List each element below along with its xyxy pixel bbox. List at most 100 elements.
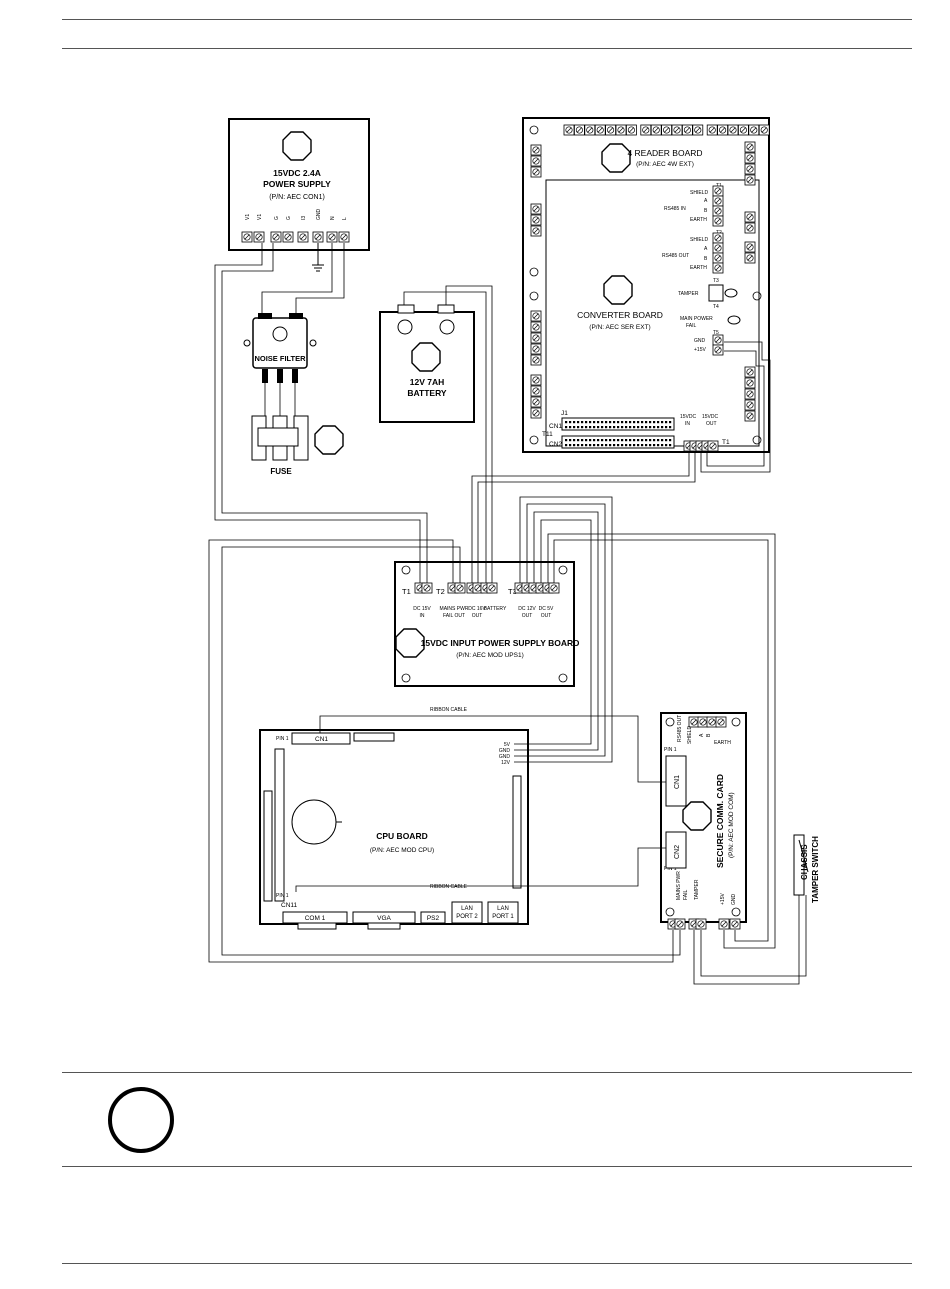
ups-terminal [486, 582, 498, 594]
reader-right-terminal [744, 211, 756, 223]
ps-terminal-label: G [286, 216, 292, 220]
cc-rs485-out: RS485 OUT [677, 715, 683, 742]
ps-terminal-screw [282, 231, 294, 243]
converter-terminal [712, 262, 724, 274]
cb-tamper: TAMPER [678, 291, 699, 297]
cc-mains-2: FAIL [683, 889, 689, 900]
ups-dc5v-1: DC 5V [539, 606, 554, 612]
converter-terminal [712, 344, 724, 356]
cb-t1-bottom: T1 [722, 439, 730, 446]
reader-top-terminal [584, 124, 596, 136]
cc-title: SECURE COMM. CARD [715, 774, 725, 868]
reader-right-terminal [744, 410, 756, 422]
ps-terminal-screw [326, 231, 338, 243]
cpu-lan1-1: LAN [497, 906, 509, 912]
reader-top-terminal [706, 124, 718, 136]
cpu-vga: VGA [377, 915, 391, 922]
reader-top-terminal [758, 124, 770, 136]
reader-right-terminal [744, 377, 756, 389]
wiring [208, 243, 807, 985]
reader-right-terminal [744, 366, 756, 378]
cb-a-1: A [704, 198, 708, 204]
cpu-cn1: CN1 [315, 736, 328, 743]
ups-board: T1 T2 T3 DC 15V IN MAINS PWR FAIL OUT DC… [394, 561, 580, 687]
reader-top-terminal [717, 124, 728, 136]
cb-earth-2: EARTH [690, 265, 707, 271]
power-supply-part: (P/N: AEC CON1) [269, 194, 325, 201]
ups-battery: BATTERY [484, 606, 507, 612]
reader-left-terminal [530, 144, 542, 156]
cb-j1: J1 [561, 410, 568, 417]
cpu-power-pin-label: 5V [504, 742, 511, 748]
reader-top-terminal [748, 124, 760, 136]
note-info-icon [108, 1087, 174, 1153]
ups-dc12v-2: OUT [522, 613, 533, 619]
reader-left-terminal [530, 385, 542, 397]
reader-top-terminal [640, 124, 652, 136]
reader-board-title: 4 READER BOARD [627, 148, 702, 158]
converter-terminal [712, 334, 724, 346]
cc-shield: SHIELD [687, 726, 693, 744]
ups-dc15v-in-1: DC 15V [413, 606, 431, 612]
comm-bottom-terminal [695, 918, 707, 930]
ups-t2: T2 [436, 587, 445, 596]
cb-main-power: MAIN POWER [680, 316, 713, 322]
reader-top-terminal [661, 124, 672, 136]
cpu-cn11: CN11 [281, 902, 298, 909]
cpu-board: PIN 1 CN1 CPU BOARD (P/N: AEC MOD CPU) P… [259, 729, 529, 930]
ps-terminal-label: I3 [301, 216, 307, 220]
ups-mains-2: FAIL OUT [443, 613, 465, 619]
cb-t4: T4 [713, 304, 719, 310]
battery: 12V 7AH BATTERY [379, 304, 475, 423]
cc-gnd: GND [731, 894, 737, 906]
reader-left-terminal [530, 310, 542, 322]
ups-dc5v-2: OUT [541, 613, 552, 619]
cb-t11: T11 [542, 431, 553, 438]
ps-terminal-label: V1 [245, 214, 251, 220]
cb-fail: FAIL [686, 323, 697, 329]
ups-terminal [548, 582, 560, 594]
reader-left-terminal [530, 396, 542, 408]
cb-rs485-in: RS485 IN [664, 206, 686, 212]
reader-right-terminal [744, 241, 756, 253]
cb-in-15vdc: 15VDC [680, 414, 697, 420]
reader-top-terminal [650, 124, 662, 136]
ps-terminal-screw [297, 231, 309, 243]
reader-left-terminal [530, 343, 542, 355]
comm-top-terminal [706, 716, 718, 728]
reader-left-terminal [530, 225, 542, 237]
note-rule-bottom [62, 1166, 912, 1167]
cpu-power-pin-label: 12V [501, 760, 511, 766]
reader-right-terminal [744, 388, 756, 400]
cb-a-2: A [704, 246, 708, 252]
ups-dc16v-2: OUT [472, 613, 483, 619]
ps-terminal-label: G [274, 216, 280, 220]
converter-terminal [712, 232, 724, 244]
power-supply-subtitle: POWER SUPPLY [263, 179, 331, 189]
ps-terminal-label: N [330, 216, 336, 220]
ps-terminal-screw [312, 231, 324, 243]
ups-title: 15VDC INPUT POWER SUPPLY BOARD [421, 638, 580, 648]
cb-t5: T5 [713, 330, 719, 336]
reader-left-terminal [530, 407, 542, 419]
reader-right-terminal [744, 152, 756, 164]
cpu-lan2-2: PORT 2 [456, 914, 478, 920]
cc-part: (P/N: AEC MOD COM) [728, 792, 735, 858]
reader-top-terminal [738, 124, 749, 136]
fuse-label: FUSE [270, 467, 292, 476]
reader-board-part: (P/N: AEC 4W EXT) [636, 161, 694, 168]
power-supply: 15VDC 2.4A POWER SUPPLY (P/N: AEC CON1) … [228, 118, 370, 272]
cb-shield-1: SHIELD [690, 190, 708, 196]
converter-terminal [712, 215, 724, 227]
cpu-lan2-1: LAN [461, 906, 473, 912]
cpu-title: CPU BOARD [376, 831, 427, 841]
cc-mains-1: MAINS PWR [676, 871, 682, 900]
cc-pin1-top: PIN 1 [664, 747, 677, 753]
cb-cn2: CN2 [549, 441, 562, 448]
cc-pin1-bottom: PIN 1 [664, 866, 677, 872]
comm-top-terminal [715, 716, 727, 728]
cb-b-1: B [704, 208, 708, 214]
converter-terminal [712, 242, 724, 254]
